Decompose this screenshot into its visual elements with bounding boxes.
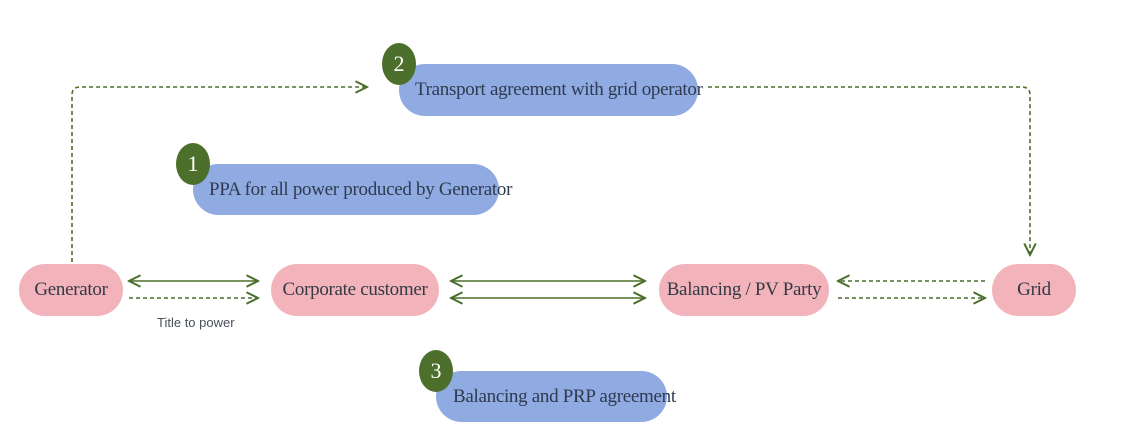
party-grid-label: Grid [1017, 279, 1051, 300]
party-corporate-customer-label: Corporate customer [282, 279, 428, 300]
connector-transport-to-grid [708, 86, 1030, 255]
agreement-ppa: PPA for all power produced by Generator [193, 164, 512, 215]
agreement-number-badge-3: 3 [419, 350, 453, 392]
party-corporate-customer: Corporate customer [271, 264, 439, 316]
agreement-number-badge-2: 2 [382, 43, 416, 85]
party-generator-label: Generator [34, 279, 108, 300]
party-balancing-pv: Balancing / PV Party [659, 264, 829, 316]
agreement-ppa-label: PPA for all power produced by Generator [209, 178, 513, 200]
party-generator: Generator [19, 264, 123, 316]
agreement-transport: Transport agreement with grid operator [399, 64, 703, 116]
agreement-number-badge-1: 1 [176, 143, 210, 185]
agreement-balancing-prp-label: Balancing and PRP agreement [453, 385, 676, 407]
agreement-transport-label: Transport agreement with grid operator [415, 79, 703, 100]
agreement-balancing-prp: Balancing and PRP agreement [436, 371, 676, 422]
edge-label-title-to-power: Title to power [157, 315, 235, 330]
party-grid: Grid [992, 264, 1076, 316]
party-balancing-pv-label: Balancing / PV Party [666, 279, 822, 300]
